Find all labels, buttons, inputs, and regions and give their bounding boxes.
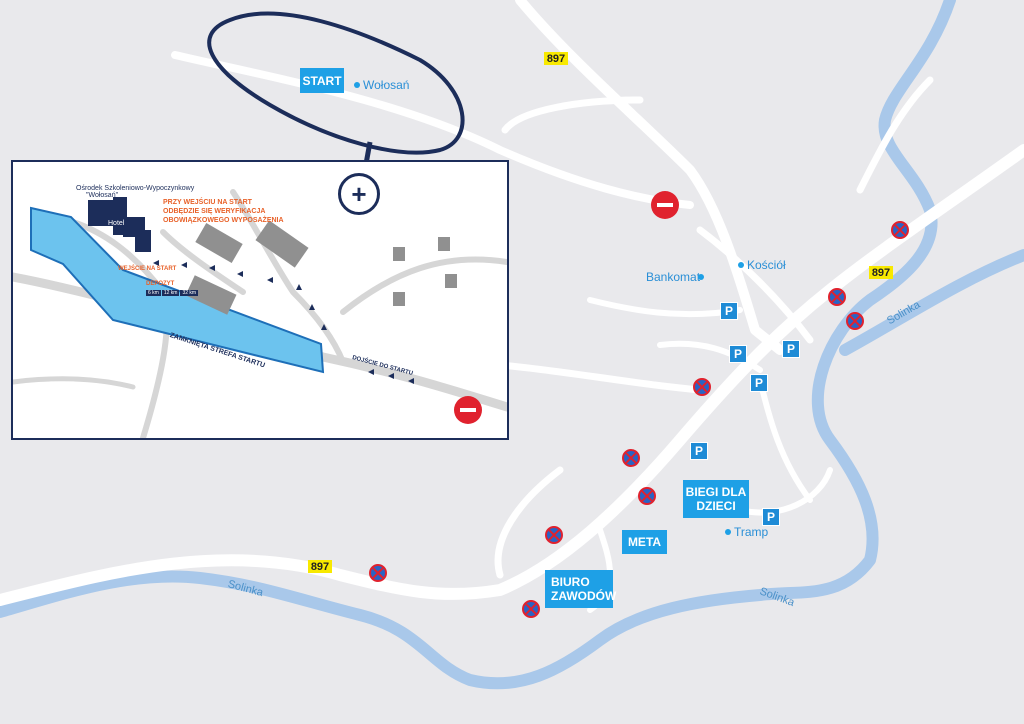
road-897-main: [0, 144, 1024, 606]
kosciol-dot: [738, 262, 744, 268]
verification-line-3: OBOWIĄZKOWEGO WYPOSAŻENIA: [163, 217, 284, 224]
building: [195, 222, 243, 264]
osrodek-label: Ośrodek Szkoleniowo-Wypoczynkowy "Wołosa…: [76, 185, 194, 199]
depozyt-distance: 6 km: [146, 290, 161, 296]
road-south-loop: [494, 466, 564, 579]
parking-icon: P: [750, 374, 768, 392]
start-loop: [207, 11, 465, 155]
osrodek-name: Ośrodek Szkoleniowo-Wypoczynkowy: [76, 185, 195, 192]
depozyt-distance: 12 km: [161, 290, 180, 296]
no-stopping-icon: [622, 449, 640, 467]
no-stopping-icon: [545, 526, 563, 544]
kosciol-label: Kościół: [747, 258, 786, 272]
wolosan-dot: [354, 82, 360, 88]
road-side-1: [587, 297, 743, 318]
road-far-east: [856, 76, 934, 194]
start-corridor: [30, 206, 325, 374]
depozyt-label: DEPOZYT: [146, 281, 175, 287]
race-office-box: BIURO ZAWODÓW: [545, 570, 617, 608]
road-west-lower: [496, 361, 704, 394]
kids-race-box: BIEGI DLA DZIECI: [683, 480, 749, 518]
road-side-2: [657, 340, 763, 373]
building: [438, 237, 450, 251]
solinka-river-right: [839, 249, 1024, 356]
no-stopping-icon: [638, 487, 656, 505]
bankomat-label: Bankomat: [646, 270, 701, 284]
no-entry-icon: [651, 191, 679, 219]
road-897-badge: 897: [869, 266, 893, 279]
verification-line-1: PRZY WEJŚCIU NA START: [163, 199, 252, 206]
no-stopping-icon: [369, 564, 387, 582]
bankomat-dot: [698, 274, 704, 280]
road-east: [696, 226, 814, 344]
parking-icon: P: [729, 345, 747, 363]
kids-race-line-1: BIEGI DLA: [685, 485, 747, 499]
road-897-badge: 897: [308, 560, 332, 573]
hotel-label: Hotel: [108, 220, 125, 227]
depozyt-distances: 6 km 12 km 32 km: [146, 290, 199, 296]
tramp-label: Tramp: [734, 525, 769, 539]
verification-line-2: ODBĘDZIE SIĘ WERYFIKACJA: [163, 208, 266, 215]
walk-arrows: [153, 260, 414, 384]
road-bottom-right: [737, 467, 833, 516]
building: [255, 220, 309, 268]
road-north: [515, 0, 785, 355]
parking-icon: P: [720, 302, 738, 320]
no-stopping-icon: [693, 378, 711, 396]
osrodek-quote: "Wołosań": [86, 192, 119, 199]
inset-drawing: [13, 189, 507, 438]
parking-icon: P: [690, 442, 708, 460]
hotel-buildings: [88, 197, 151, 252]
building: [445, 274, 457, 288]
building: [393, 247, 405, 261]
start-zone-inset: Ośrodek Szkoleniowo-Wypoczynkowy "Wołosa…: [11, 160, 509, 440]
depozyt-distance: 32 km: [180, 290, 199, 296]
parking-icon: P: [782, 340, 800, 358]
finish-box: META: [622, 530, 667, 554]
wolosan-label: Wołosań: [363, 78, 410, 92]
no-entry-icon: [454, 396, 482, 424]
road-west-northwest: [171, 51, 694, 209]
road-897-badge: 897: [544, 52, 568, 65]
entrance-label: WEJŚCIE NA START: [118, 266, 177, 272]
race-office-line-2: ZAWODÓW: [551, 589, 617, 603]
no-stopping-icon: [828, 288, 846, 306]
road-center-north: [501, 96, 644, 134]
start-box: START: [300, 68, 344, 93]
verification-note: PRZY WEJŚCIU NA START ODBĘDZIE SIĘ WERYF…: [163, 198, 284, 225]
parking-icon: P: [762, 508, 780, 526]
race-office-line-1: BIURO: [551, 575, 590, 589]
no-stopping-icon: [846, 312, 864, 330]
zoom-plus-icon[interactable]: +: [338, 173, 380, 215]
tramp-dot: [725, 529, 731, 535]
road-side-3: [757, 377, 813, 503]
kids-race-line-2: DZIECI: [696, 499, 736, 513]
no-stopping-icon: [522, 600, 540, 618]
building: [185, 275, 237, 315]
building: [393, 292, 405, 306]
no-stopping-icon: [891, 221, 909, 239]
